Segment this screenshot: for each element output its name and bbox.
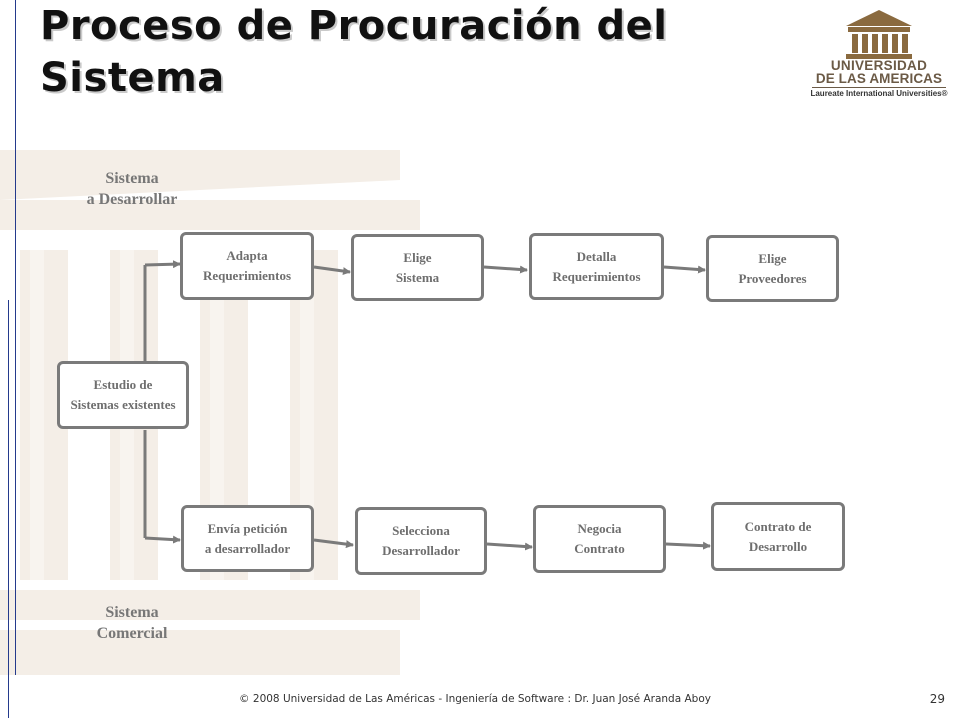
arrow-detalla-to-elige-proveedores xyxy=(663,265,706,274)
logo-text-universidad: UNIVERSIDAD xyxy=(830,58,928,73)
node-elige-proveedores: Elige Proveedores xyxy=(706,235,839,302)
slide-footer: © 2008 Universidad de Las Américas - Ing… xyxy=(239,693,711,705)
page-number: 29 xyxy=(929,692,945,706)
logo-text-de-las-americas: DE LAS AMERICAS xyxy=(815,71,943,86)
left-border-line-short xyxy=(8,300,9,718)
arrow-envia-to-selecciona xyxy=(313,538,354,549)
logo-text-laureate: Laureate International Universities® xyxy=(810,89,948,98)
group-label-sistema-comercial: Sistema Comercial xyxy=(96,604,168,642)
logo-divider xyxy=(812,87,946,88)
arrow-selecciona-to-negocia xyxy=(486,542,533,551)
node-elige-sistema: Elige Sistema xyxy=(351,234,484,301)
node-estudio-sistemas-existentes: Estudio de Sistemas existentes xyxy=(57,361,189,429)
node-adapta-requerimientos: Adapta Requerimientos xyxy=(180,232,314,300)
node-selecciona-desarrollador: Selecciona Desarrollador xyxy=(355,507,487,575)
building-columns-icon xyxy=(846,10,912,59)
university-logo: UNIVERSIDAD DE LAS AMERICAS Laureate Int… xyxy=(808,8,950,98)
group-label-sistema-a-desarrollar: Sistema a Desarrollar xyxy=(86,170,178,208)
arrow-negocia-to-contrato xyxy=(665,541,711,550)
slide-title: Proceso de Procuración del Sistema xyxy=(40,3,668,101)
arrow-to-envia xyxy=(144,535,181,544)
node-detalla-requerimientos: Detalla Requerimientos xyxy=(529,233,664,300)
arrow-to-adapta xyxy=(144,260,181,269)
left-border-line xyxy=(15,0,16,675)
arrow-adapta-to-elige-sistema xyxy=(313,265,351,275)
node-envia-peticion: Envía petición a desarrollador xyxy=(181,505,314,572)
node-negocia-contrato: Negocia Contrato xyxy=(533,505,666,573)
arrow-elige-sistema-to-detalla xyxy=(483,265,528,274)
node-contrato-de-desarrollo: Contrato de Desarrollo xyxy=(711,502,845,571)
